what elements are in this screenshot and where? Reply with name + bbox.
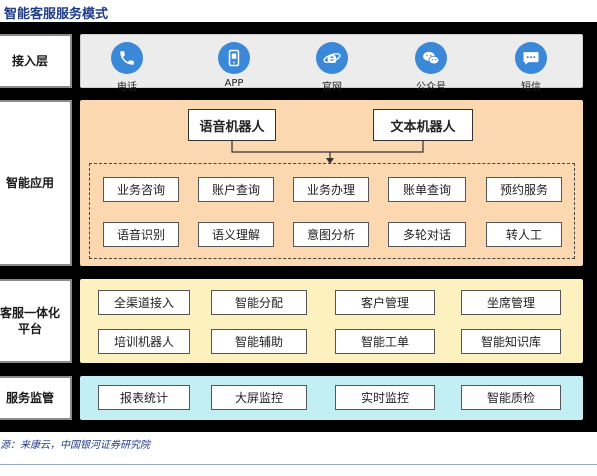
platform-box: 客户管理 [335, 290, 435, 315]
platform-layer-label: 客服一体化 平台 [0, 279, 72, 363]
supervision-layer-panel: 报表统计 大屏监控 实时监控 智能质检 [80, 376, 583, 420]
supervision-box: 报表统计 [98, 385, 190, 410]
supervision-box: 大屏监控 [211, 385, 307, 410]
supervision-box: 实时监控 [335, 385, 435, 410]
robot-connector-arrow [231, 141, 424, 164]
platform-label-line1: 客服一体化 [0, 306, 60, 320]
platform-box: 培训机器人 [98, 329, 190, 354]
service-box: 多轮对话 [388, 222, 466, 247]
platform-box: 智能辅助 [211, 329, 307, 354]
services-dashed-group: 业务咨询 账户查询 业务办理 账单查询 预约服务 语音识别 语义理解 意图分析 … [89, 163, 575, 259]
service-box: 预约服务 [486, 177, 562, 202]
channel-label: 电话 [117, 82, 137, 93]
channel-sms: 短信 [501, 42, 561, 93]
wechat-icon [415, 42, 447, 74]
service-box: 业务办理 [293, 177, 369, 202]
service-box: 转人工 [486, 222, 562, 247]
service-box: 语音识别 [103, 222, 179, 247]
service-box: 业务咨询 [103, 177, 179, 202]
platform-label-line2: 平台 [17, 322, 42, 336]
channel-wechat: 公众号 [401, 42, 461, 93]
platform-box: 智能工单 [335, 329, 435, 354]
access-layer-panel: 电话 APP e 官网 公众号 短信 [80, 34, 583, 93]
access-layer-label: 接入层 [0, 34, 72, 88]
channel-label: 短信 [521, 82, 541, 93]
channel-phone: 电话 [97, 42, 157, 93]
svg-text:e: e [327, 49, 337, 67]
service-box: 账单查询 [388, 177, 466, 202]
platform-box: 智能分配 [211, 290, 307, 315]
platform-box: 坐席管理 [461, 290, 561, 315]
platform-box: 智能知识库 [461, 329, 561, 354]
platform-box: 全渠道接入 [98, 290, 190, 315]
channel-app: APP [204, 42, 264, 89]
diagram-title: 智能客服服务模式 [4, 7, 109, 22]
channel-label: 官网 [322, 82, 342, 93]
text-robot-box: 文本机器人 [373, 109, 473, 141]
sms-icon [515, 42, 547, 74]
application-layer-panel: 语音机器人 文本机器人 业务咨询 账户查询 业务办理 账单查询 预约服务 语音识… [80, 100, 583, 266]
diagram-frame: 接入层 电话 APP e 官网 公众号 [0, 22, 597, 432]
footer-divider [0, 464, 597, 465]
channel-label: APP [224, 78, 244, 89]
channel-label: 公众号 [416, 82, 446, 93]
browser-icon: e [316, 42, 348, 74]
mobile-app-icon [218, 42, 250, 74]
source-note: 源：来康云，中国银河证券研究院 [0, 440, 150, 451]
phone-icon [111, 42, 143, 74]
service-box: 语义理解 [198, 222, 274, 247]
platform-layer-panel: 全渠道接入 智能分配 客户管理 坐席管理 培训机器人 智能辅助 智能工单 智能知… [80, 279, 583, 363]
service-box: 账户查询 [198, 177, 274, 202]
application-layer-label: 智能应用 [0, 100, 72, 266]
service-box: 意图分析 [293, 222, 369, 247]
channel-website: e 官网 [302, 42, 362, 93]
supervision-box: 智能质检 [461, 385, 561, 410]
voice-robot-box: 语音机器人 [188, 109, 276, 141]
supervision-layer-label: 服务监管 [0, 376, 72, 420]
